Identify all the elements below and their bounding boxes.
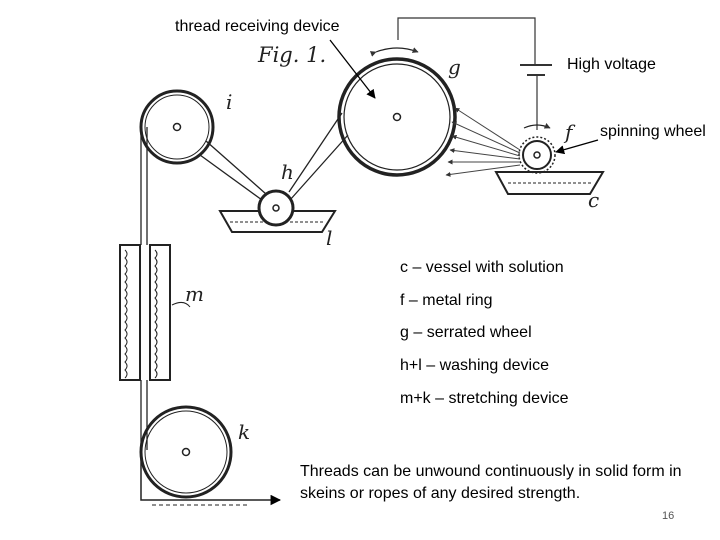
label-spinning-wheel: spinning wheel [600, 123, 706, 140]
washing-device [218, 189, 337, 233]
letter-h: h [281, 160, 294, 184]
letter-g: g [448, 55, 461, 79]
spinning-wheel-f [494, 123, 605, 195]
figure-title: Fig. 1. [258, 43, 327, 67]
spray-fibers [445, 107, 521, 177]
letter-l: l [326, 226, 333, 250]
label-high-voltage: High voltage [567, 56, 656, 73]
letter-i: i [226, 90, 233, 114]
legend-item-g: g – serrated wheel [400, 324, 532, 341]
note-text: Threads can be unwound continuously in s… [300, 463, 682, 502]
label-thread-receiving-device: thread receiving device [175, 18, 340, 35]
legend-item-c: c – vessel with solution [400, 259, 564, 276]
page-number: 16 [662, 510, 675, 522]
legend-item-hl: h+l – washing device [400, 357, 549, 374]
letter-c: c [588, 188, 600, 212]
legend-item-f: f – metal ring [400, 292, 493, 309]
arrow-to-spinning-wheel [555, 139, 599, 155]
letter-f: f [565, 120, 573, 144]
letter-k: k [238, 420, 251, 444]
receiving-wheel-g [337, 47, 457, 177]
letter-m: m [185, 282, 204, 306]
high-voltage-circuit [397, 17, 552, 130]
pulley-i [139, 89, 215, 165]
takeup-pulley-k [139, 405, 282, 506]
legend-item-mk: m+k – stretching device [400, 390, 569, 407]
arrow-to-receiving-device [329, 39, 376, 99]
stretching-device-m [119, 244, 191, 381]
